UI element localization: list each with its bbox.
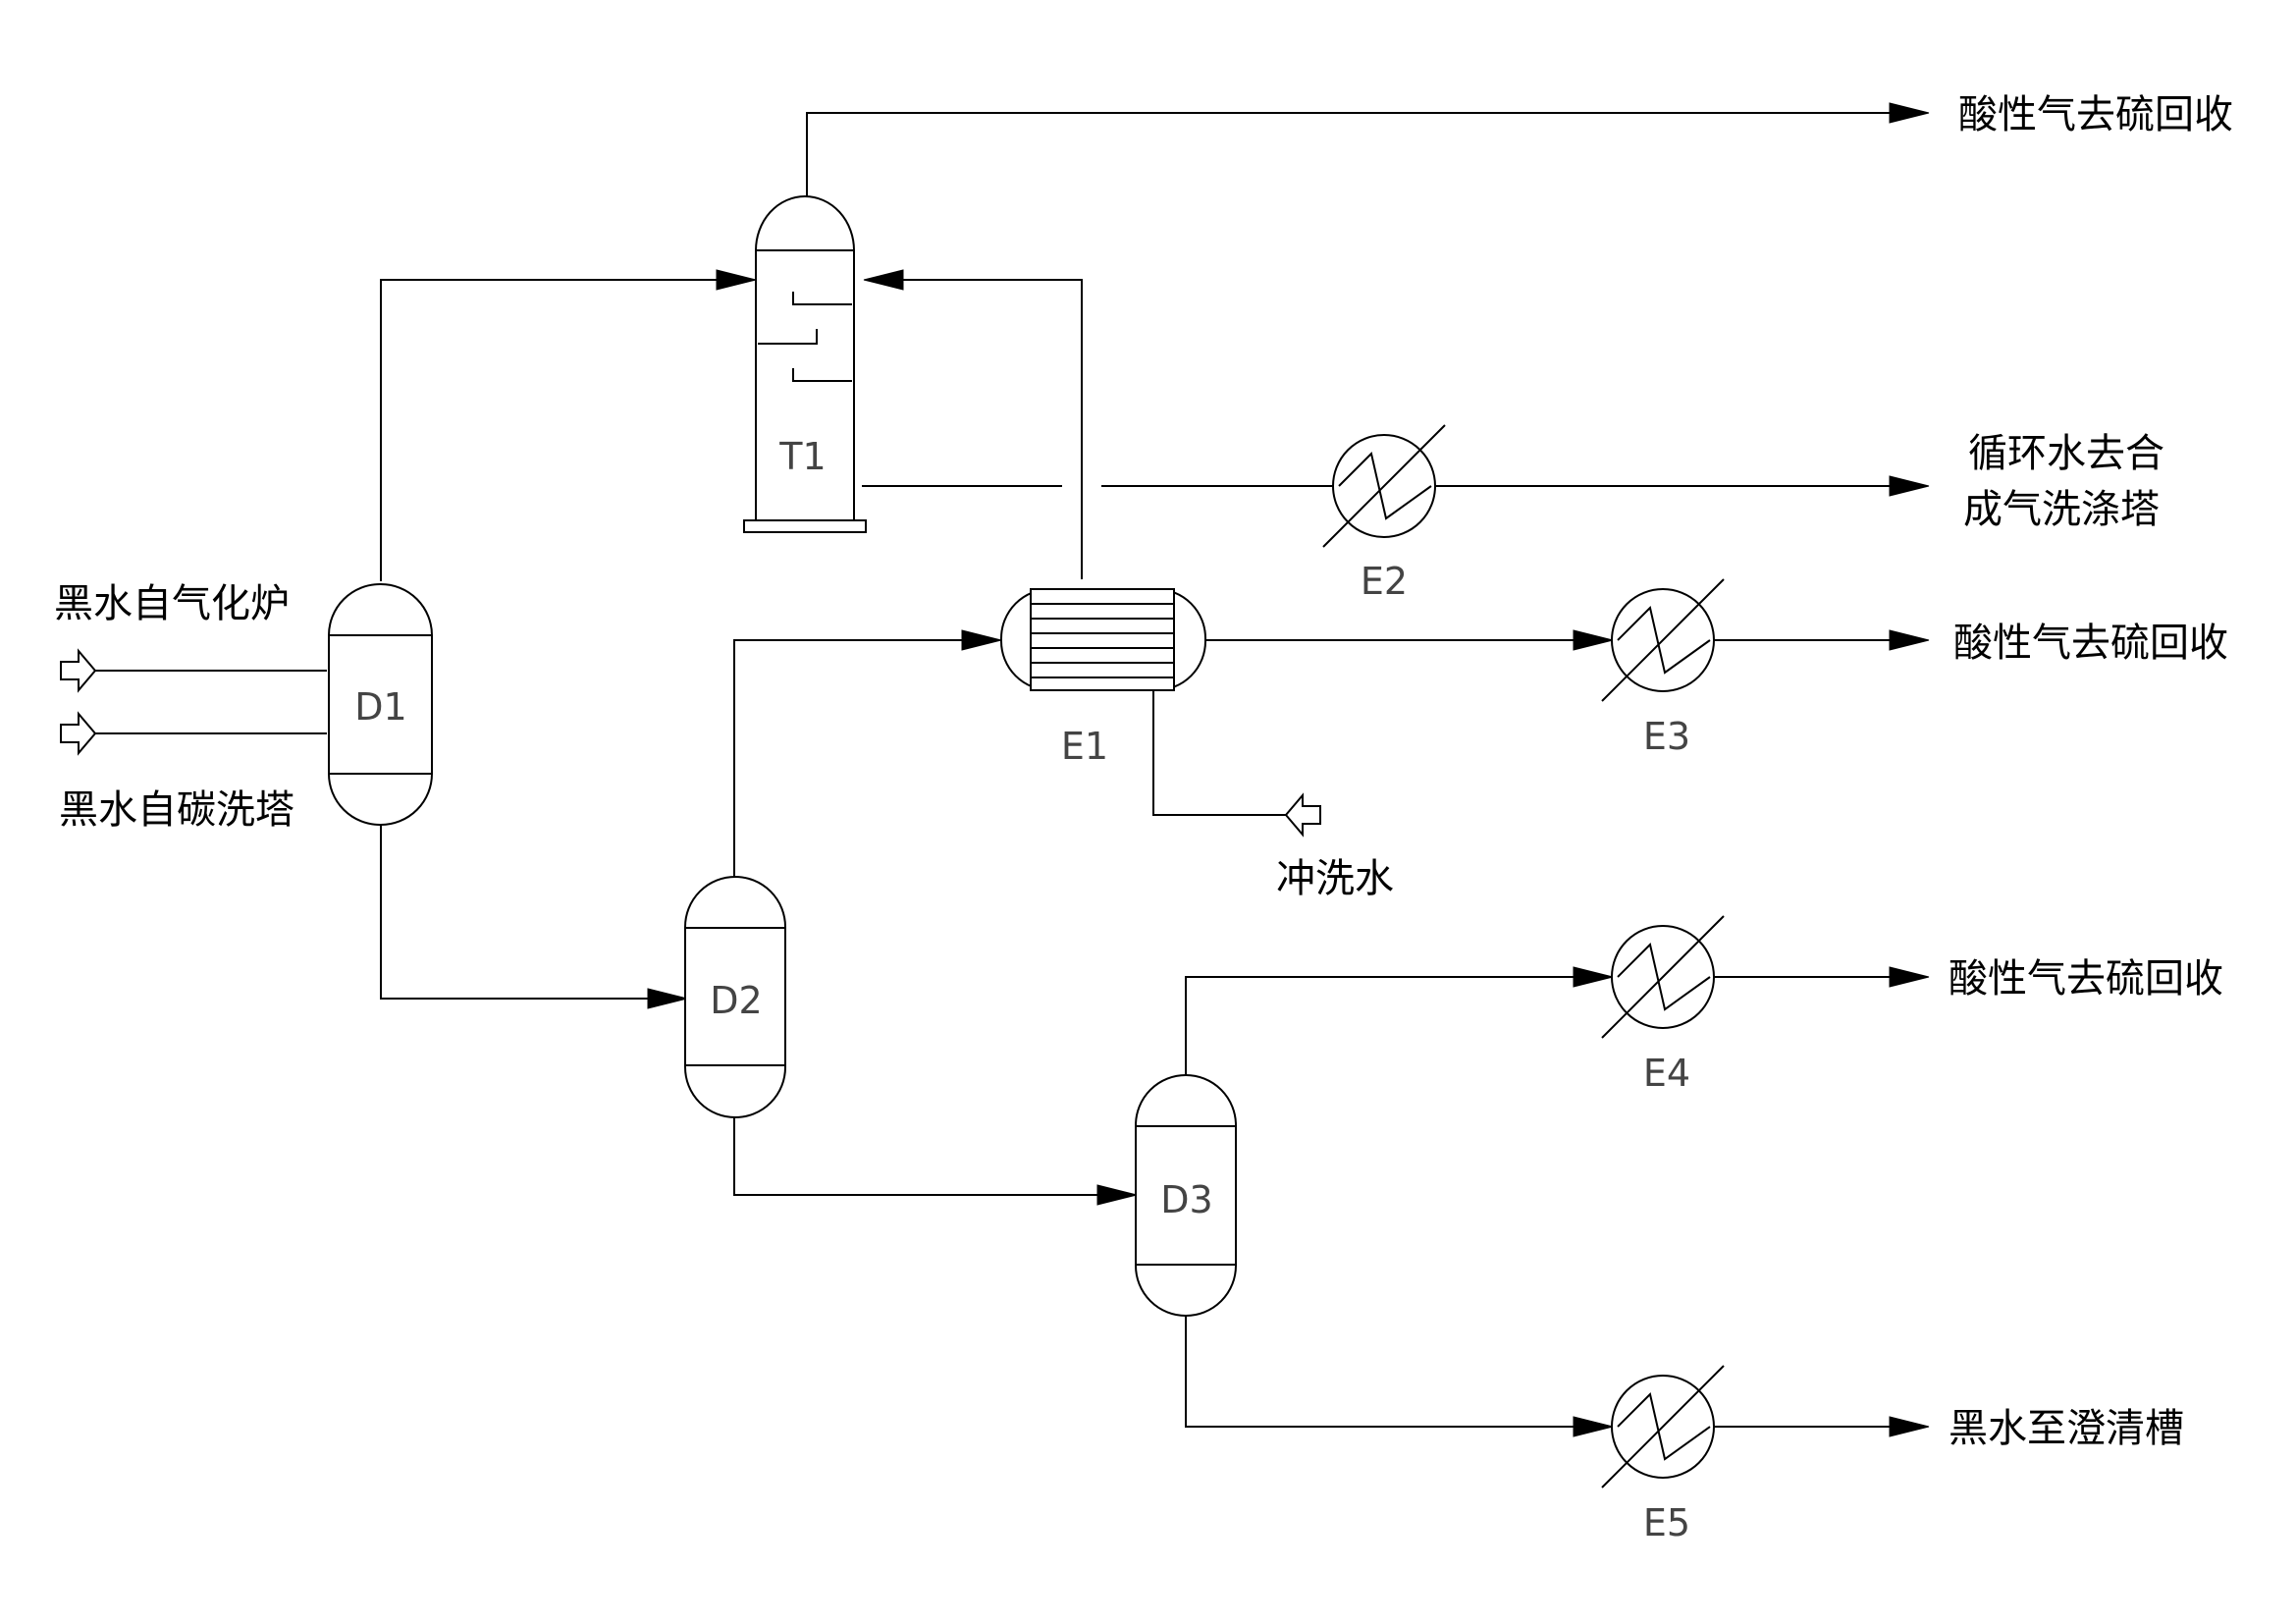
d3-label: D3 (1160, 1178, 1212, 1221)
exchanger-e1[interactable] (1000, 588, 1206, 691)
e2-label: E2 (1361, 560, 1408, 603)
pipe-d1-to-d2 (380, 825, 653, 1000)
label-feed-gasifier: 黑水自气化炉 (54, 581, 290, 626)
pipe-t1-overhead (806, 112, 1890, 196)
exchanger-e4[interactable] (1601, 915, 1725, 1039)
column-t1[interactable] (743, 195, 867, 533)
label-acid-gas-2: 酸性气去硫回收 (1953, 621, 2228, 666)
arrow-into-e1 (961, 629, 1002, 651)
d1-label: D1 (354, 685, 406, 729)
arrow-acid-gas-1 (1889, 102, 1930, 124)
label-acid-gas-1: 酸性气去硫回收 (1958, 92, 2233, 137)
pipe-flush-water (1152, 689, 1291, 816)
pipe-d2-to-e1 (733, 639, 962, 882)
arrow-black-water-out (1889, 1416, 1930, 1437)
arrow-into-t1-left (716, 269, 757, 291)
arrow-into-e3 (1573, 629, 1614, 651)
e1-label: E1 (1061, 725, 1108, 768)
e5-label: E5 (1643, 1501, 1690, 1544)
e4-label: E4 (1643, 1052, 1690, 1095)
e3-label: E3 (1643, 715, 1690, 758)
pipe-d1-to-t1 (380, 279, 721, 581)
t1-label: T1 (778, 435, 826, 478)
label-circ-water-2: 成气洗涤塔 (1963, 487, 2160, 532)
pipe-d3-to-e5 (1185, 1314, 1574, 1428)
label-acid-gas-3: 酸性气去硫回收 (1949, 956, 2223, 1001)
arrow-into-e5 (1573, 1416, 1614, 1437)
label-feed-carbon-wash: 黑水自碳洗塔 (59, 787, 294, 833)
label-black-water-out: 黑水至澄清槽 (1949, 1406, 2184, 1451)
arrow-into-t1-right (863, 269, 904, 291)
feed-arrow-carbon-wash (60, 711, 97, 756)
arrow-into-e4 (1573, 966, 1614, 988)
drum-d1[interactable] (328, 583, 433, 826)
exchanger-e5[interactable] (1601, 1365, 1725, 1489)
feed-arrow-flush-water (1284, 792, 1321, 838)
d2-label: D2 (710, 979, 762, 1022)
arrow-circ-water (1889, 475, 1930, 497)
arrow-acid-gas-2 (1889, 629, 1930, 651)
pipe-d3-to-e4 (1185, 976, 1574, 1075)
exchanger-e3[interactable] (1601, 578, 1725, 702)
arrow-into-d3 (1096, 1184, 1138, 1206)
pipe-d2-to-d3 (733, 1114, 1101, 1196)
pipe-e1-to-t1 (898, 279, 1083, 579)
exchanger-e2[interactable] (1322, 424, 1446, 548)
arrow-acid-gas-3 (1889, 966, 1930, 988)
label-flush-water: 冲洗水 (1276, 856, 1394, 901)
drum-d2[interactable] (684, 876, 786, 1118)
label-circ-water-1: 循环水去合 (1968, 431, 2164, 476)
feed-arrow-gasifier (60, 648, 97, 693)
drum-d3[interactable] (1135, 1074, 1237, 1317)
arrow-into-d2 (647, 988, 688, 1009)
